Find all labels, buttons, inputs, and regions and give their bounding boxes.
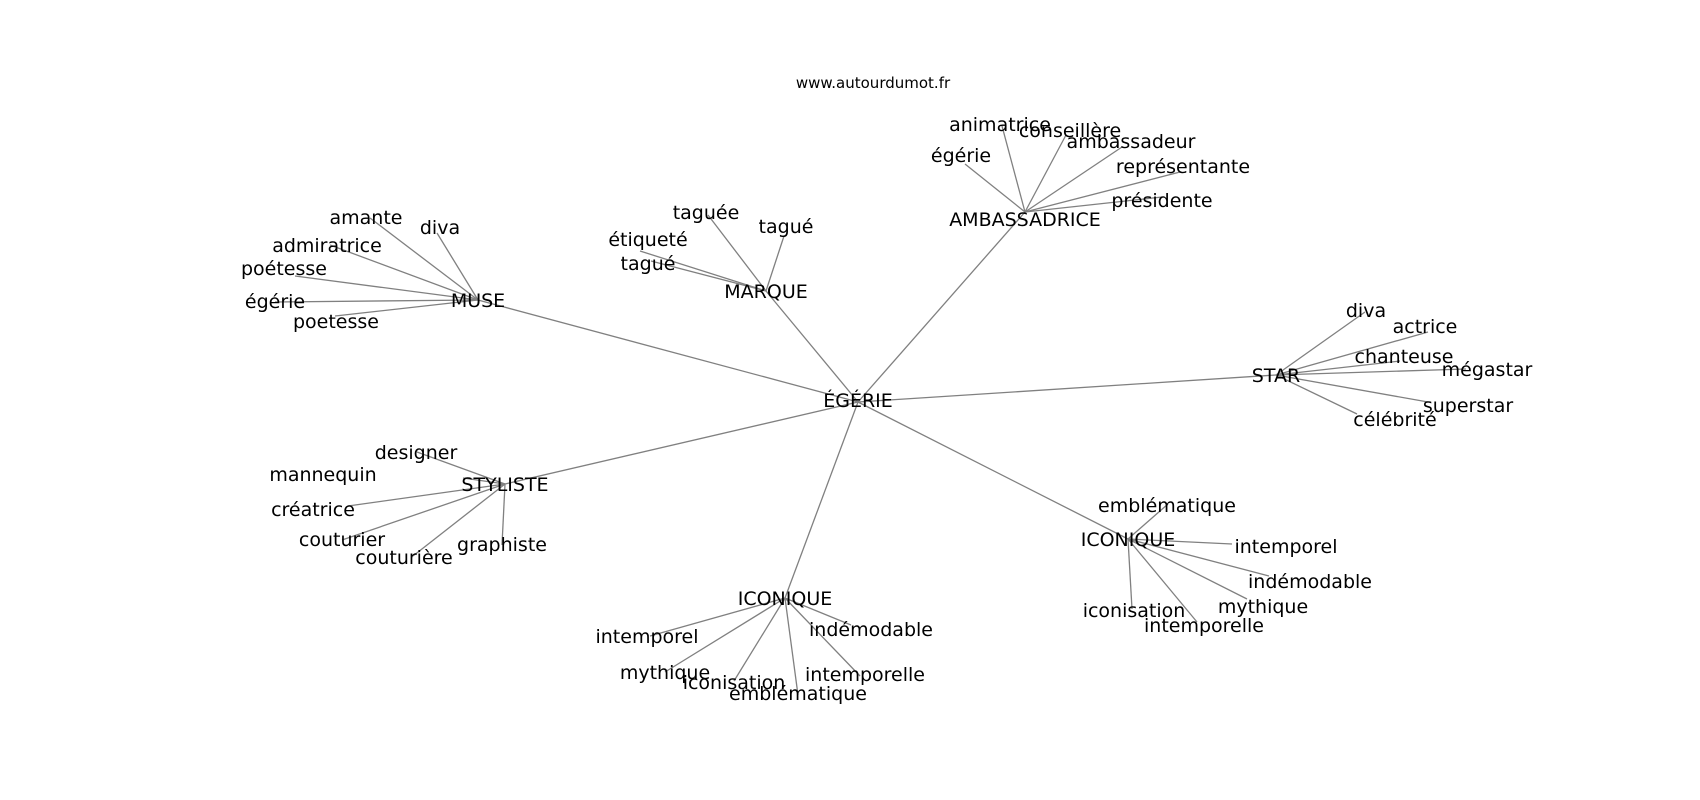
leaf-node-label: couturière — [355, 547, 452, 569]
leaf-node-label: mégastar — [1442, 359, 1533, 381]
leaf-node-label: iconisation — [683, 672, 786, 694]
edge-hub-to-leaf — [1275, 374, 1429, 403]
leaf-node-label: indémodable — [1248, 571, 1372, 593]
edge-hub-to-leaf — [501, 483, 506, 546]
edge-center-to-hub — [504, 401, 859, 485]
leaf-node-label: taguée — [673, 202, 740, 224]
leaf-node-label: célébrité — [1353, 409, 1436, 431]
edge-hub-to-leaf — [733, 597, 786, 682]
edge-hub-to-leaf — [341, 483, 506, 541]
leaf-node-label: égérie — [245, 291, 305, 313]
hub-node-label: MARQUE — [724, 281, 807, 303]
edge-hub-to-leaf — [1127, 503, 1169, 540]
edge-hub-to-leaf — [369, 217, 479, 301]
hub-node-label: ICONIQUE — [738, 588, 833, 610]
edge-hub-to-leaf — [329, 244, 479, 301]
edge-center-to-hub — [857, 401, 1129, 540]
edge-hub-to-leaf — [1127, 538, 1133, 610]
labels-layer: www.autourdumot.fr ÉGÉRIE MUSE amante diva… — [241, 74, 1533, 705]
hub-node-label: AMBASSADRICE — [949, 209, 1101, 231]
edge-hub-to-leaf — [436, 232, 479, 301]
edge-hub-to-leaf — [1001, 125, 1026, 213]
edge-hub-to-leaf — [765, 235, 785, 292]
edge-hub-to-leaf — [1275, 368, 1467, 376]
leaf-node-label: poetesse — [293, 311, 379, 333]
hub-node-label: ICONIQUE — [1081, 529, 1176, 551]
edge-hub-to-leaf — [412, 483, 506, 557]
leaf-node-label: tagué — [759, 216, 814, 238]
leaf-node-label: intemporelle — [805, 664, 925, 686]
edge-hub-to-leaf — [707, 214, 767, 292]
leaf-node-label: représentante — [1116, 156, 1250, 178]
edge-hub-to-leaf — [1127, 538, 1270, 577]
edge-hub-to-leaf — [1275, 331, 1429, 376]
edge-hub-to-leaf — [462, 477, 506, 485]
leaf-node-label: animatrice — [949, 114, 1051, 136]
leaf-node-label: admiratrice — [272, 235, 382, 257]
leaf-node-label: présidente — [1111, 190, 1212, 212]
edge-hub-to-leaf — [1127, 538, 1248, 600]
edge-hub-to-leaf — [1024, 146, 1123, 213]
leaf-node-label: diva — [420, 217, 460, 239]
edge-hub-to-leaf — [1024, 196, 1163, 213]
edges-layer — [274, 125, 1467, 696]
leaf-node-label: diva — [1346, 300, 1386, 322]
leaf-node-label: mythique — [620, 662, 710, 684]
leaf-node-label: mannequin — [269, 464, 376, 486]
edge-hub-to-leaf — [1275, 311, 1366, 376]
edge-hub-to-leaf — [784, 597, 799, 696]
leaf-node-label: designer — [375, 442, 458, 464]
hub-node-label: STAR — [1252, 365, 1300, 387]
leaf-node-label: chanteuse — [1355, 346, 1454, 368]
leaf-node-label: amante — [330, 207, 403, 229]
edge-hub-to-leaf — [1024, 171, 1181, 213]
edge-center-to-hub — [784, 401, 859, 599]
hub-node-label: STYLISTE — [461, 474, 548, 496]
leaf-node-label: actrice — [1393, 316, 1458, 338]
edge-hub-to-leaf — [664, 597, 786, 673]
leaf-node-label: poétesse — [241, 258, 327, 280]
edge-hub-to-leaf — [1275, 360, 1401, 376]
edge-hub-to-leaf — [649, 597, 786, 637]
edge-center-to-hub — [765, 290, 859, 403]
leaf-node-label: mythique — [1218, 596, 1308, 618]
edge-hub-to-leaf — [650, 260, 767, 292]
leaf-node-label: ambassadeur — [1067, 131, 1196, 153]
edge-hub-to-leaf — [334, 299, 479, 317]
edge-hub-to-leaf — [1024, 134, 1067, 213]
leaf-node-label: étiqueté — [608, 229, 687, 251]
edge-center-to-hub — [857, 211, 1026, 403]
leaf-node-label: conseillère — [1019, 120, 1121, 142]
center-node-label: ÉGÉRIE — [823, 389, 893, 412]
edge-hub-to-leaf — [294, 275, 479, 301]
edge-hub-to-leaf — [1127, 538, 1233, 545]
leaf-node-label: emblématique — [1098, 495, 1236, 517]
leaf-node-label: intemporel — [595, 626, 698, 648]
leaf-node-label: iconisation — [1083, 600, 1186, 622]
edge-center-to-hub — [857, 374, 1277, 403]
leaf-node-label: emblématique — [729, 683, 867, 705]
leaf-node-label: égérie — [931, 145, 991, 167]
hub-node-label: MUSE — [451, 290, 505, 312]
leaf-node-label: intemporelle — [1144, 615, 1264, 637]
edge-hub-to-leaf — [784, 597, 861, 677]
edge-center-to-hub — [477, 299, 859, 403]
leaf-node-label: graphiste — [457, 534, 547, 556]
leaf-node-label: indémodable — [809, 619, 933, 641]
edge-hub-to-leaf — [784, 597, 852, 626]
edge-hub-to-leaf — [1275, 374, 1358, 415]
leaf-node-label: intemporel — [1234, 536, 1337, 558]
edge-hub-to-leaf — [274, 299, 479, 303]
edge-hub-to-leaf — [347, 483, 506, 507]
edge-hub-to-leaf — [1127, 538, 1198, 623]
leaf-node-label: couturier — [299, 529, 385, 551]
edge-hub-to-leaf — [964, 163, 1026, 213]
leaf-node-label: tagué — [621, 253, 676, 275]
leaf-node-label: superstar — [1423, 395, 1513, 417]
leaf-node-label: créatrice — [271, 499, 355, 521]
edge-hub-to-leaf — [639, 250, 767, 292]
edge-hub-to-leaf — [416, 451, 506, 485]
site-label: www.autourdumot.fr — [796, 74, 951, 92]
